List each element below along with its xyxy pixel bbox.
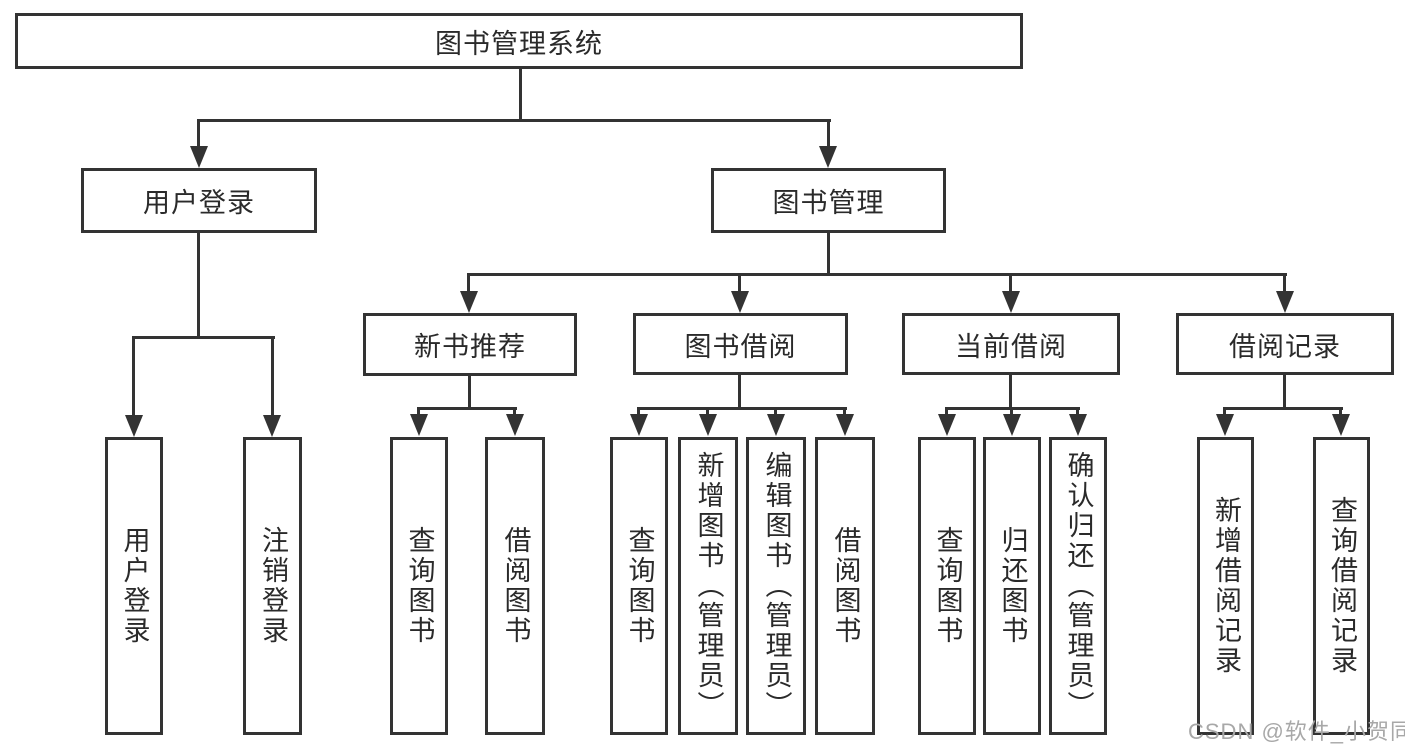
connector-root-stem — [519, 69, 522, 121]
arrow-down-icon — [1216, 414, 1234, 436]
connector-book-borrow-hline — [637, 407, 847, 410]
leaf-query-book-recommend: 查询图书 — [390, 437, 448, 735]
arrow-down-icon — [1003, 414, 1021, 436]
connector-drop-leaf-logout — [271, 339, 274, 415]
arrow-down-icon — [1069, 414, 1087, 436]
arrow-down-icon — [731, 291, 749, 313]
connector-drop-current-borrow — [1009, 276, 1012, 292]
arrow-down-icon — [506, 414, 524, 436]
arrow-down-icon — [1332, 414, 1350, 436]
leaf-query-borrow-record: 查询借阅记录 — [1313, 437, 1370, 735]
connector-drop-book-borrow — [738, 276, 741, 292]
arrow-down-icon — [767, 414, 785, 436]
node-book-management: 图书管理 — [711, 168, 946, 233]
arrow-down-icon — [1276, 291, 1294, 313]
connector-borrow-records-stem — [1283, 375, 1286, 409]
leaf-borrow-book-recommend: 借阅图书 — [485, 437, 545, 735]
arrow-down-icon — [460, 291, 478, 313]
connector-drop — [1010, 410, 1013, 416]
arrow-down-icon — [836, 414, 854, 436]
arrow-down-icon — [630, 414, 648, 436]
connector-drop — [417, 410, 420, 416]
arrow-down-icon — [190, 146, 208, 168]
connector-drop-borrow-records — [1283, 276, 1286, 292]
arrow-down-icon — [699, 414, 717, 436]
connector-drop-user-login — [197, 122, 200, 148]
connector-drop — [945, 410, 948, 416]
arrow-down-icon — [938, 414, 956, 436]
node-current-borrow: 当前借阅 — [902, 313, 1120, 375]
leaf-query-book-borrow: 查询图书 — [610, 437, 668, 735]
connector-user-login-hline — [132, 336, 275, 339]
leaf-borrow-book: 借阅图书 — [815, 437, 875, 735]
leaf-logout: 注销登录 — [243, 437, 302, 735]
connector-drop — [706, 410, 709, 416]
connector-drop — [1339, 410, 1342, 416]
connector-new-book-rec-stem — [468, 375, 471, 409]
connector-drop-leaf-user-login — [132, 339, 135, 415]
csdn-watermark: CSDN @软件_小贺同学 — [1188, 719, 1405, 744]
connector-drop-book-mgmt — [827, 122, 830, 148]
connector-book-mgmt-stem — [827, 233, 830, 275]
arrow-down-icon — [819, 146, 837, 168]
arrow-down-icon — [125, 415, 143, 437]
node-user-login: 用户登录 — [81, 168, 317, 233]
node-new-book-recommend: 新书推荐 — [363, 313, 577, 376]
connector-drop — [843, 410, 846, 416]
node-book-borrow: 图书借阅 — [633, 313, 848, 375]
leaf-user-login: 用户登录 — [105, 437, 163, 735]
leaf-query-book-current: 查询图书 — [918, 437, 976, 735]
arrow-down-icon — [1002, 291, 1020, 313]
connector-user-login-stem — [197, 233, 200, 337]
node-borrow-records: 借阅记录 — [1176, 313, 1394, 375]
connector-book-borrow-stem — [738, 375, 741, 409]
connector-borrow-records-hline — [1223, 407, 1343, 410]
connector-drop — [774, 410, 777, 416]
leaf-confirm-return-admin: 确认归还（管理员） — [1049, 437, 1107, 735]
connector-current-borrow-stem — [1009, 375, 1012, 409]
leaf-edit-book-admin: 编辑图书（管理员） — [746, 437, 806, 735]
root-node-library-system: 图书管理系统 — [15, 13, 1023, 69]
connector-drop — [513, 410, 516, 416]
connector-drop — [637, 410, 640, 416]
connector-new-book-rec-hline — [417, 407, 517, 410]
leaf-return-book: 归还图书 — [983, 437, 1041, 735]
leaf-add-borrow-record: 新增借阅记录 — [1197, 437, 1254, 735]
connector-current-borrow-hline — [945, 407, 1080, 410]
connector-level3-hline — [467, 273, 1287, 276]
connector-drop — [1223, 410, 1226, 416]
leaf-add-book-admin: 新增图书（管理员） — [678, 437, 738, 735]
arrow-down-icon — [263, 415, 281, 437]
connector-level2-hline — [197, 119, 831, 122]
connector-drop — [1076, 410, 1079, 416]
connector-drop-new-book-rec — [467, 276, 470, 292]
arrow-down-icon — [410, 414, 428, 436]
